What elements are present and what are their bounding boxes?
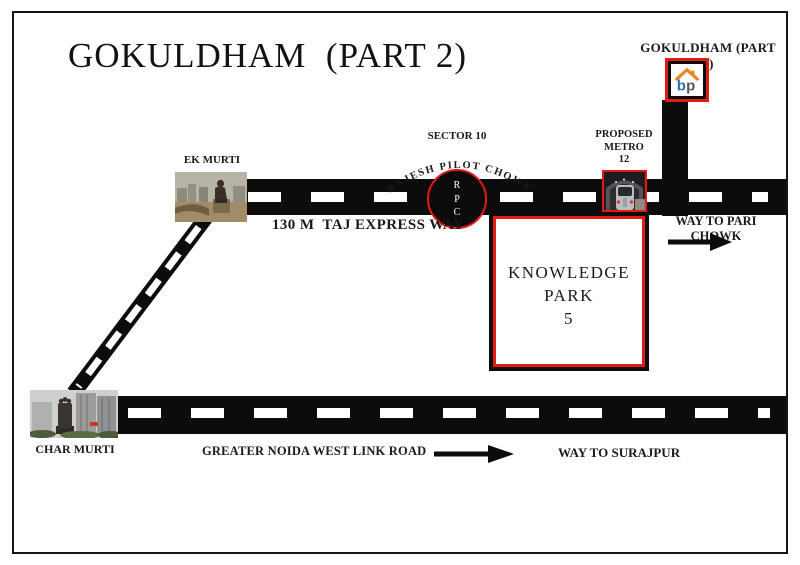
way-to-surajpur-label: WAY TO SURAJPUR bbox=[558, 445, 681, 460]
link-road-lane-dashes bbox=[128, 408, 770, 418]
pari-chowk-direction-arrow-icon bbox=[668, 233, 732, 251]
link-road-label: GREATER NOIDA WEST LINK ROAD bbox=[202, 444, 427, 458]
project-logo-box: b p bbox=[665, 58, 709, 102]
ek-murti-photo bbox=[175, 172, 247, 222]
sector-10-label: SECTOR 10 bbox=[427, 130, 487, 142]
kp-line-2: PARK bbox=[544, 286, 594, 305]
rpc-letter-p: P bbox=[454, 193, 460, 205]
metro-line-2: METRO bbox=[604, 141, 644, 153]
map-title: GOKULDHAM (PART 2) bbox=[68, 36, 468, 75]
gokuldham-house-logo-icon: b p bbox=[675, 67, 699, 94]
rajesh-pilot-chowk-curved-label: RAJESH PILOT CHOWK bbox=[386, 160, 534, 195]
svg-text:RAJESH PILOT CHOWK: RAJESH PILOT CHOWK bbox=[386, 160, 534, 195]
rpc-letter-r: R bbox=[453, 180, 461, 192]
char-murti-statue-illustration bbox=[30, 390, 118, 438]
knowledge-park-5-inner: KNOWLEDGE PARK 5 bbox=[493, 216, 645, 367]
taj-express-way-label: 130 M TAJ EXPRESS WAY bbox=[272, 217, 465, 233]
ek-murti-label: EK MURTI bbox=[183, 154, 241, 166]
project-logo-inner: b p bbox=[668, 61, 706, 99]
metro-station-illustration bbox=[604, 172, 645, 210]
surajpur-direction-arrow-icon bbox=[434, 445, 514, 463]
proposed-metro-label: PROPOSED METRO 12 bbox=[584, 129, 664, 167]
char-murti-label: CHAR MURTI bbox=[35, 442, 115, 456]
greater-noida-link-road bbox=[112, 396, 786, 434]
taj-road-lane-dashes bbox=[248, 192, 768, 202]
taj-express-way-road bbox=[238, 179, 786, 215]
map-border-frame bbox=[12, 11, 788, 554]
kp-line-3: 5 bbox=[564, 309, 574, 328]
proposed-metro-photo bbox=[602, 170, 647, 212]
rajesh-pilot-chowk-text: RAJESH PILOT CHOWK bbox=[386, 160, 533, 195]
char-murti-photo bbox=[30, 390, 118, 438]
svg-text:p: p bbox=[686, 77, 695, 94]
svg-text:b: b bbox=[677, 77, 686, 94]
kp-line-1: KNOWLEDGE bbox=[507, 263, 631, 282]
metro-line-3: 12 bbox=[618, 154, 630, 165]
metro-line-1: PROPOSED bbox=[595, 129, 653, 140]
rpc-roundabout: R P C bbox=[427, 169, 487, 229]
ek-murti-statue-illustration bbox=[175, 172, 247, 222]
rpc-letter-c: C bbox=[453, 207, 461, 219]
knowledge-park-5-block: KNOWLEDGE PARK 5 bbox=[489, 212, 649, 371]
